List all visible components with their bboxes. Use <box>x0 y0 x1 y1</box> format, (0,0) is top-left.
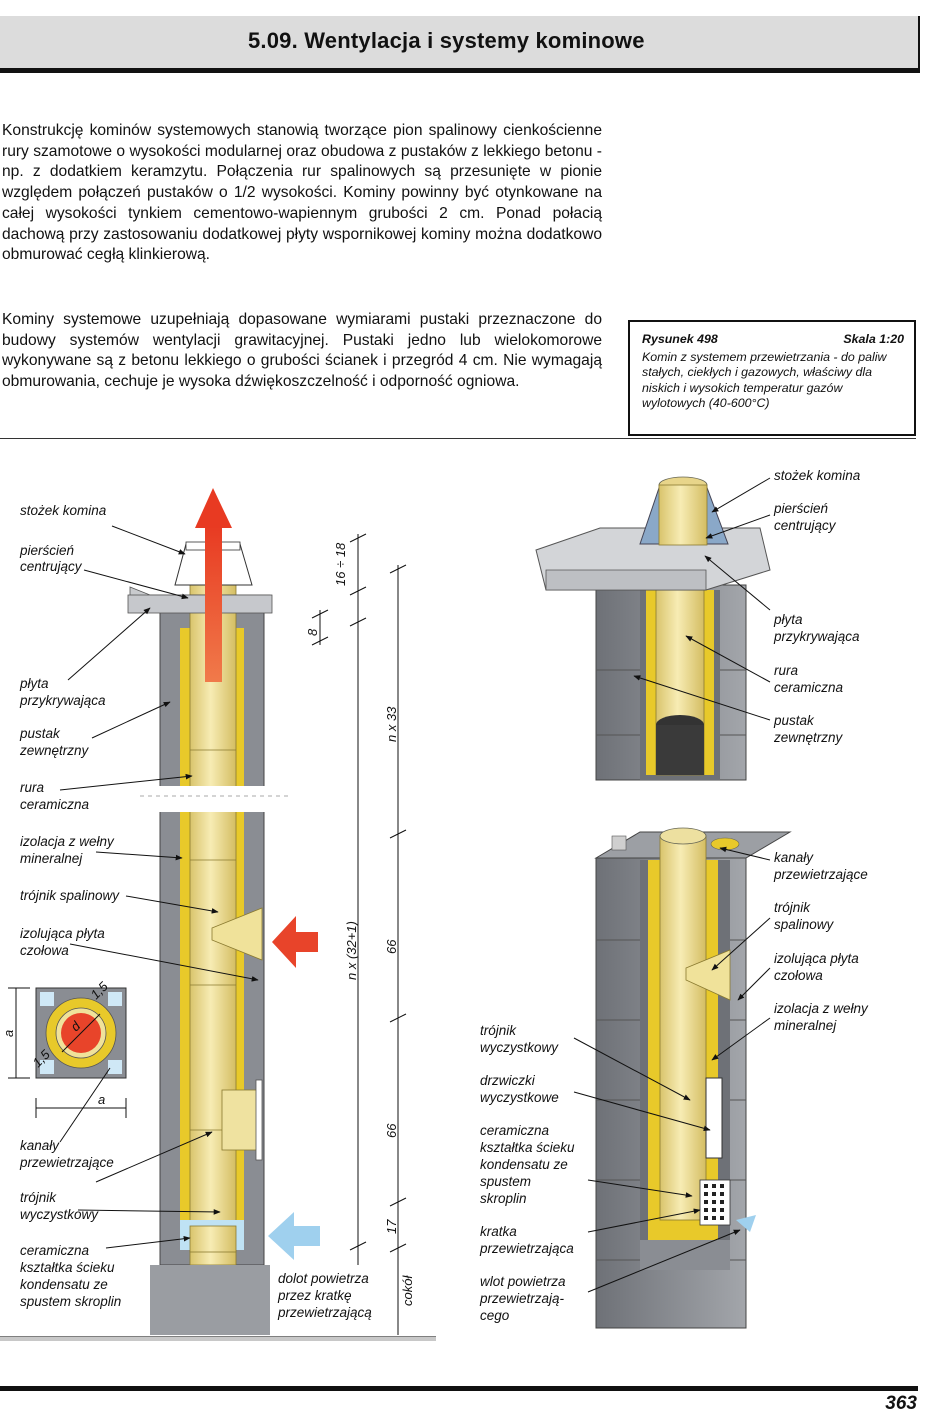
label-pustak-right-2: zewnętrzny <box>773 730 844 745</box>
label-rura-left-1: rura <box>20 780 44 795</box>
label-pierscien-left-2: centrujący <box>20 559 83 574</box>
right-top-labels: stożek komina pierścień centrujący płyta… <box>773 468 861 745</box>
label-rura-right-1: rura <box>774 663 798 678</box>
flue-gas-arrow-up <box>195 488 232 682</box>
label-izol-plyta-left-2: czołowa <box>20 943 69 958</box>
dim-sec-a-vertical: a <box>1 1030 16 1037</box>
chimney-figure: stożek komina pierścień centrujący płyta… <box>0 468 869 1341</box>
label-ksztaltka-left-3: kondensatu ze <box>20 1277 108 1292</box>
label-izol-plyta-right-1: izolująca płyta <box>774 951 859 966</box>
label-ksztaltka-right-3: kondensatu ze <box>480 1157 568 1172</box>
label-ksztaltka-left-1: ceramiczna <box>20 1243 90 1258</box>
dimension-texts: 16 ÷ 18 8 n x 33 n x (32+1) 66 66 17 cok… <box>305 542 415 1306</box>
intro-paragraph-1: Konstrukcję kominów systemowych stanowią… <box>2 122 602 264</box>
label-rura-right-2: ceramiczna <box>774 680 844 695</box>
cross-section-inset: d 1,5 1,5 a a <box>1 978 127 1143</box>
label-drzwiczki-2: wyczystkowe <box>480 1090 559 1105</box>
label-pustak-right-1: pustak <box>773 713 815 728</box>
label-stozek-left: stożek komina <box>20 503 107 518</box>
right-top-chimney-3d <box>535 476 771 781</box>
label-pierscien-left-1: pierścień <box>19 543 74 558</box>
label-wlot-2: przewietrzają- <box>479 1291 565 1306</box>
dim-17: 17 <box>384 1219 399 1234</box>
left-section-chimney <box>0 541 436 1341</box>
label-izol-plyta-right-2: czołowa <box>774 968 823 983</box>
label-izolacja-left-1: izolacja z wełny <box>20 834 115 849</box>
label-trojnik-sp-right-2: spalinowy <box>774 917 835 932</box>
label-dolot-2: przez kratkę <box>277 1288 352 1303</box>
label-ksztaltka-left-4: spustem skroplin <box>20 1294 121 1309</box>
label-izolacja-right-2: mineralnej <box>774 1018 837 1033</box>
label-plyta-left-1: płyta <box>19 676 49 691</box>
right-bottom-labels: kanały przewietrzające trójnik spalinowy… <box>479 850 869 1323</box>
figure-caption-box: Rysunek 498 Skala 1:20 Komin z systemem … <box>628 320 916 436</box>
label-kratka-1: kratka <box>480 1224 517 1239</box>
label-ksztaltka-right-4: spustem <box>480 1174 531 1189</box>
label-izolacja-right-1: izolacja z wełny <box>774 1001 869 1016</box>
label-ksztaltka-right-2: kształtka ścieku <box>480 1140 575 1155</box>
label-izolacja-left-2: mineralnej <box>20 851 83 866</box>
section-rule <box>0 438 916 439</box>
right-bottom-chimney-3d <box>594 827 792 1329</box>
dim-cokol: cokół <box>400 1275 415 1306</box>
label-dolot-1: dolot powietrza <box>278 1271 369 1286</box>
caption-head: Rysunek 498 Skala 1:20 <box>642 332 904 348</box>
header-bar <box>0 16 920 68</box>
label-kanaly-right-2: przewietrzające <box>773 867 868 882</box>
label-wlot-1: wlot powietrza <box>480 1274 566 1289</box>
label-plyta-right-2: przykrywająca <box>773 629 860 644</box>
gas-inlet-arrow <box>272 916 318 968</box>
dim-66b: 66 <box>384 1123 399 1138</box>
label-trojnik-wy-left-1: trójnik <box>20 1190 57 1205</box>
footer-rule <box>0 1386 918 1391</box>
label-ksztaltka-right-1: ceramiczna <box>480 1123 550 1138</box>
label-ksztaltka-left-2: kształtka ścieku <box>20 1260 115 1275</box>
label-pierscien-right-1: pierścień <box>773 501 828 516</box>
left-labels: stożek komina pierścień centrujący płyta… <box>19 503 372 1320</box>
label-ksztaltka-right-5: skroplin <box>480 1191 527 1206</box>
caption-text: Komin z systemem przewietrzania - do pal… <box>642 349 887 411</box>
air-inlet-arrow <box>268 1212 320 1260</box>
label-izol-plyta-left-1: izolująca płyta <box>20 926 105 941</box>
page-title: 5.09. Wentylacja i systemy kominowe <box>248 28 645 53</box>
label-trojnik-sp-left: trójnik spalinowy <box>20 888 120 903</box>
dim-n33: n x 33 <box>384 706 399 742</box>
label-plyta-right-1: płyta <box>773 612 803 627</box>
label-rura-left-2: ceramiczna <box>20 797 90 812</box>
label-wlot-3: cego <box>480 1308 510 1323</box>
label-kratka-2: przewietrzająca <box>479 1241 574 1256</box>
figure-scale: Skala 1:20 <box>843 332 904 346</box>
label-dolot-3: przewietrzającą <box>277 1305 372 1320</box>
label-trojnik-wy-right-2: wyczystkowy <box>480 1040 559 1055</box>
label-stozek-right: stożek komina <box>774 468 861 483</box>
page-number: 363 <box>885 1393 917 1414</box>
label-pustak-left-1: pustak <box>19 726 61 741</box>
right-top-leader-lines <box>633 477 771 721</box>
label-kanaly-left-1: kanały <box>20 1138 60 1153</box>
figure-number: Rysunek 498 <box>642 332 718 346</box>
label-drzwiczki-1: drzwiczki <box>480 1073 536 1088</box>
label-pustak-left-2: zewnętrzny <box>19 743 90 758</box>
dim-n32: n x (32+1) <box>344 921 359 980</box>
left-leader-lines <box>59 525 259 1249</box>
label-plyta-left-2: przykrywająca <box>19 693 106 708</box>
label-kanaly-right-1: kanały <box>774 850 814 865</box>
label-kanaly-left-2: przewietrzające <box>19 1155 114 1170</box>
label-trojnik-sp-right-1: trójnik <box>774 900 811 915</box>
label-trojnik-wy-right-1: trójnik <box>480 1023 517 1038</box>
dim-sec-a-horizontal: a <box>98 1092 105 1107</box>
intro-paragraph-2: Kominy systemowe uzupełniają dopasowane … <box>2 311 602 391</box>
header-rule <box>0 68 920 73</box>
dim-66a: 66 <box>384 939 399 954</box>
label-trojnik-wy-left-2: wyczystkowy <box>20 1207 99 1222</box>
label-pierscien-right-2: centrujący <box>774 518 837 533</box>
dim-16-18: 16 ÷ 18 <box>333 542 348 586</box>
dimension-lines <box>311 533 407 1335</box>
dim-8: 8 <box>305 628 320 636</box>
right-bottom-leader-lines <box>573 846 771 1293</box>
